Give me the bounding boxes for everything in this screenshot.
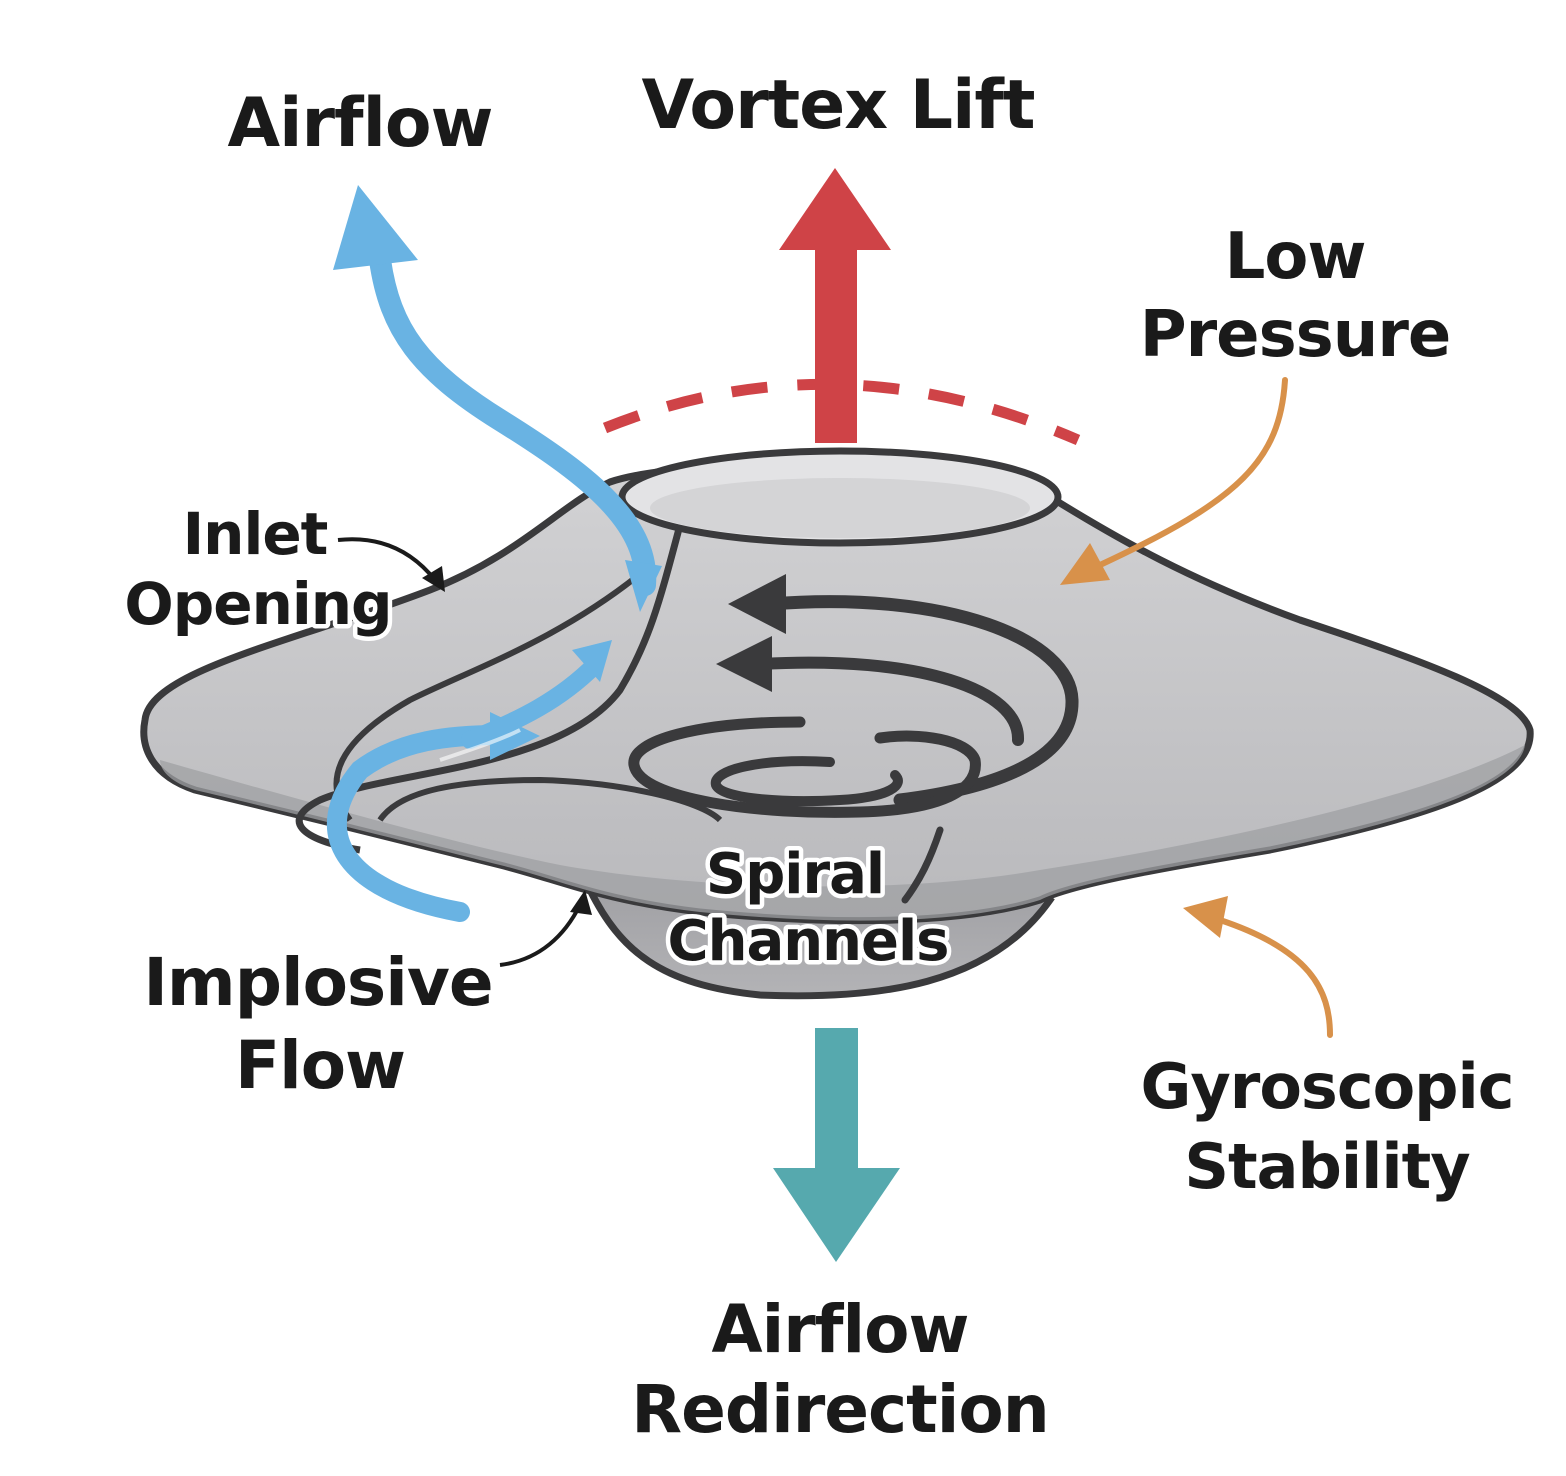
- gyroscopic-stability-label-line2: Stability: [1184, 1130, 1470, 1203]
- gyroscopic-stability-label-line1: Gyroscopic: [1140, 1050, 1513, 1123]
- inlet-channel-outline: [295, 524, 684, 854]
- implosive-flow-leader: [499, 890, 592, 967]
- implosive-flow-label-line1: Implosive: [143, 944, 492, 1021]
- airflow-top-label: Airflow: [228, 84, 493, 163]
- airflow-arrow-top: [333, 185, 662, 612]
- spiral-channels: [628, 574, 1079, 904]
- vortex-lift-arrow: [779, 168, 891, 443]
- low-pressure-label-line2: Pressure: [1140, 298, 1451, 372]
- inlet-opening-label-line2: Opening: [124, 570, 391, 638]
- low-pressure-label-line1: Low: [1225, 220, 1366, 294]
- airflow-redirection-arrow: [773, 1028, 900, 1262]
- airflow-redirection-label-line2: Redirection: [631, 1371, 1048, 1448]
- low-pressure-dashed-arc: [602, 378, 1081, 446]
- low-pressure-leader: [1060, 377, 1288, 585]
- airflow-redirection-label-line1: Airflow: [712, 1291, 969, 1368]
- inlet-opening-label-line1: Inlet: [183, 500, 328, 568]
- spiral-channels-label-line1: Spiral: [706, 842, 884, 907]
- inlet-opening-leader: [337, 537, 445, 592]
- vortex-lift-label: Vortex Lift: [641, 66, 1034, 145]
- implosive-flow-label-line2: Flow: [235, 1027, 405, 1104]
- spiral-channels-label-line2: Channels: [668, 909, 949, 974]
- gyroscopic-stability-leader: [1183, 896, 1333, 1038]
- saucer-lower-band: [160, 745, 1525, 921]
- implosive-flow-arrows: [326, 640, 612, 922]
